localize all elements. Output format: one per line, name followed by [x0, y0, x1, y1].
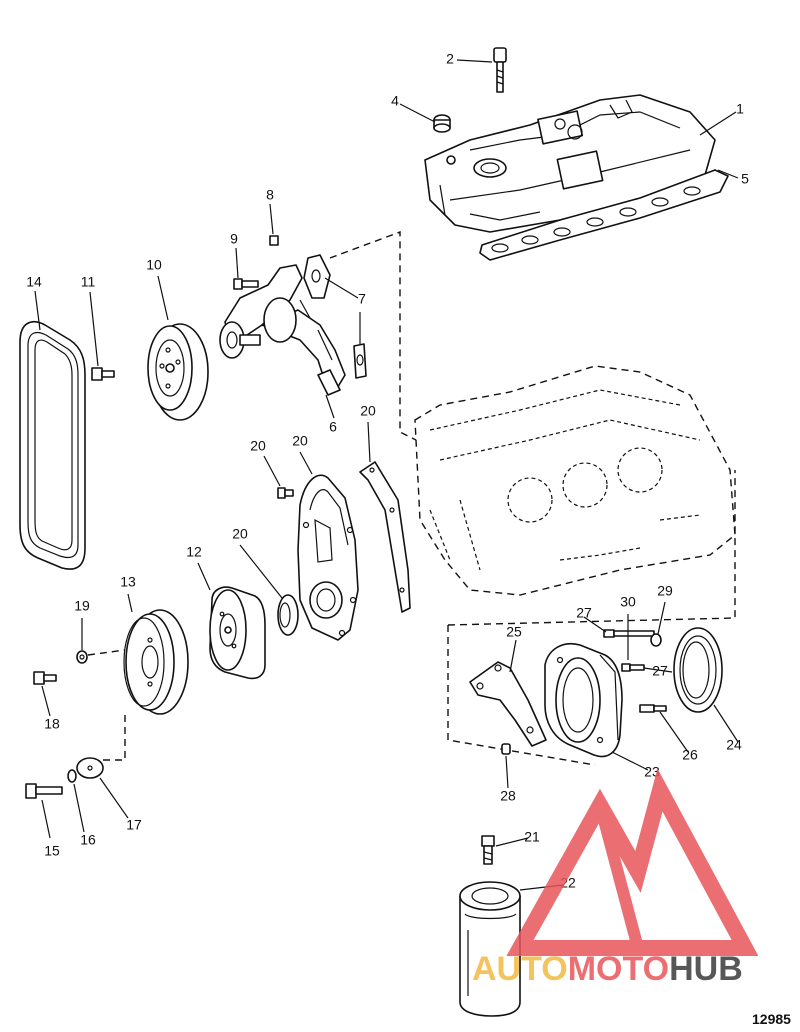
- callout-15: 15: [44, 843, 60, 859]
- water-pump: [219, 264, 346, 396]
- callout-5: 5: [741, 171, 749, 187]
- callout-26: 26: [682, 747, 698, 763]
- intake-manifold: [424, 94, 716, 233]
- manifold-bolt: [493, 47, 507, 93]
- callout-10: 10: [146, 257, 162, 273]
- watermark-triangle-icon: [506, 768, 759, 956]
- callout-17: 17: [126, 817, 142, 833]
- rear-seal-housing: [544, 643, 623, 758]
- rear-cover-plate: [469, 661, 547, 747]
- manifold-gasket: [479, 169, 729, 261]
- callout-30: 30: [620, 594, 636, 610]
- harmonic-balancer: [209, 586, 266, 680]
- callout-14: 14: [26, 274, 42, 290]
- watermark-word-hub: HUB: [669, 950, 743, 988]
- callout-19: 19: [74, 598, 90, 614]
- callout-18: 18: [44, 716, 60, 732]
- callout-13: 13: [120, 574, 136, 590]
- callout-28: 28: [500, 788, 516, 804]
- manifold-plug: [433, 114, 451, 133]
- callout-7: 7: [358, 291, 366, 307]
- callout-labels: 1 2 4 5 6 7 8 9 10 11 12 13 14 15 16 17 …: [26, 51, 749, 891]
- svg-text:AUTOMOTOHUB: AUTOMOTOHUB: [472, 950, 743, 988]
- pulley-upper: [147, 323, 209, 421]
- callout-20-seal: 20: [232, 526, 248, 542]
- water-pump-gaskets: [303, 254, 367, 379]
- watermark-word-moto: MOTO: [568, 950, 669, 988]
- oil-filter: [459, 881, 521, 1017]
- watermark-word-auto: AUTO: [472, 950, 568, 988]
- timing-cover-gasket: [359, 461, 411, 613]
- crank-fasteners: [25, 650, 104, 799]
- crank-pulley: [123, 609, 189, 715]
- callout-27-upper: 27: [576, 605, 592, 621]
- rear-main-seal: [673, 627, 723, 713]
- timing-cover: [297, 474, 359, 641]
- callout-24: 24: [726, 737, 742, 753]
- watermark-logo: AUTOMOTOHUB: [472, 768, 759, 988]
- timing-cover-seal: [277, 487, 299, 636]
- callout-29: 29: [657, 583, 673, 599]
- leader-lines: [34, 59, 739, 891]
- callout-20-gasket: 20: [360, 403, 376, 419]
- callout-8: 8: [266, 187, 274, 203]
- rear-housing-fasteners: [501, 629, 667, 755]
- callout-25: 25: [506, 624, 522, 640]
- callout-9: 9: [230, 231, 238, 247]
- callout-11: 11: [81, 274, 96, 290]
- assembly-guide-lines: [87, 230, 736, 766]
- callout-16: 16: [80, 832, 96, 848]
- callout-1: 1: [736, 101, 744, 117]
- drive-belt: [19, 321, 86, 570]
- diagram-code: 12985: [752, 1011, 791, 1027]
- callout-12: 12: [186, 544, 202, 560]
- water-pump-fasteners: [233, 235, 279, 290]
- engine-block-outline: [414, 365, 736, 596]
- callout-21: 21: [524, 829, 540, 845]
- callout-4: 4: [391, 93, 399, 109]
- callout-2: 2: [446, 51, 454, 67]
- callout-6: 6: [329, 419, 337, 435]
- callout-27-lower: 27: [652, 663, 668, 679]
- callout-20-cover: 20: [292, 433, 308, 449]
- pulley-bolt: [91, 367, 115, 381]
- oil-filter-fitting: [481, 835, 495, 865]
- callout-20-bolt: 20: [250, 438, 266, 454]
